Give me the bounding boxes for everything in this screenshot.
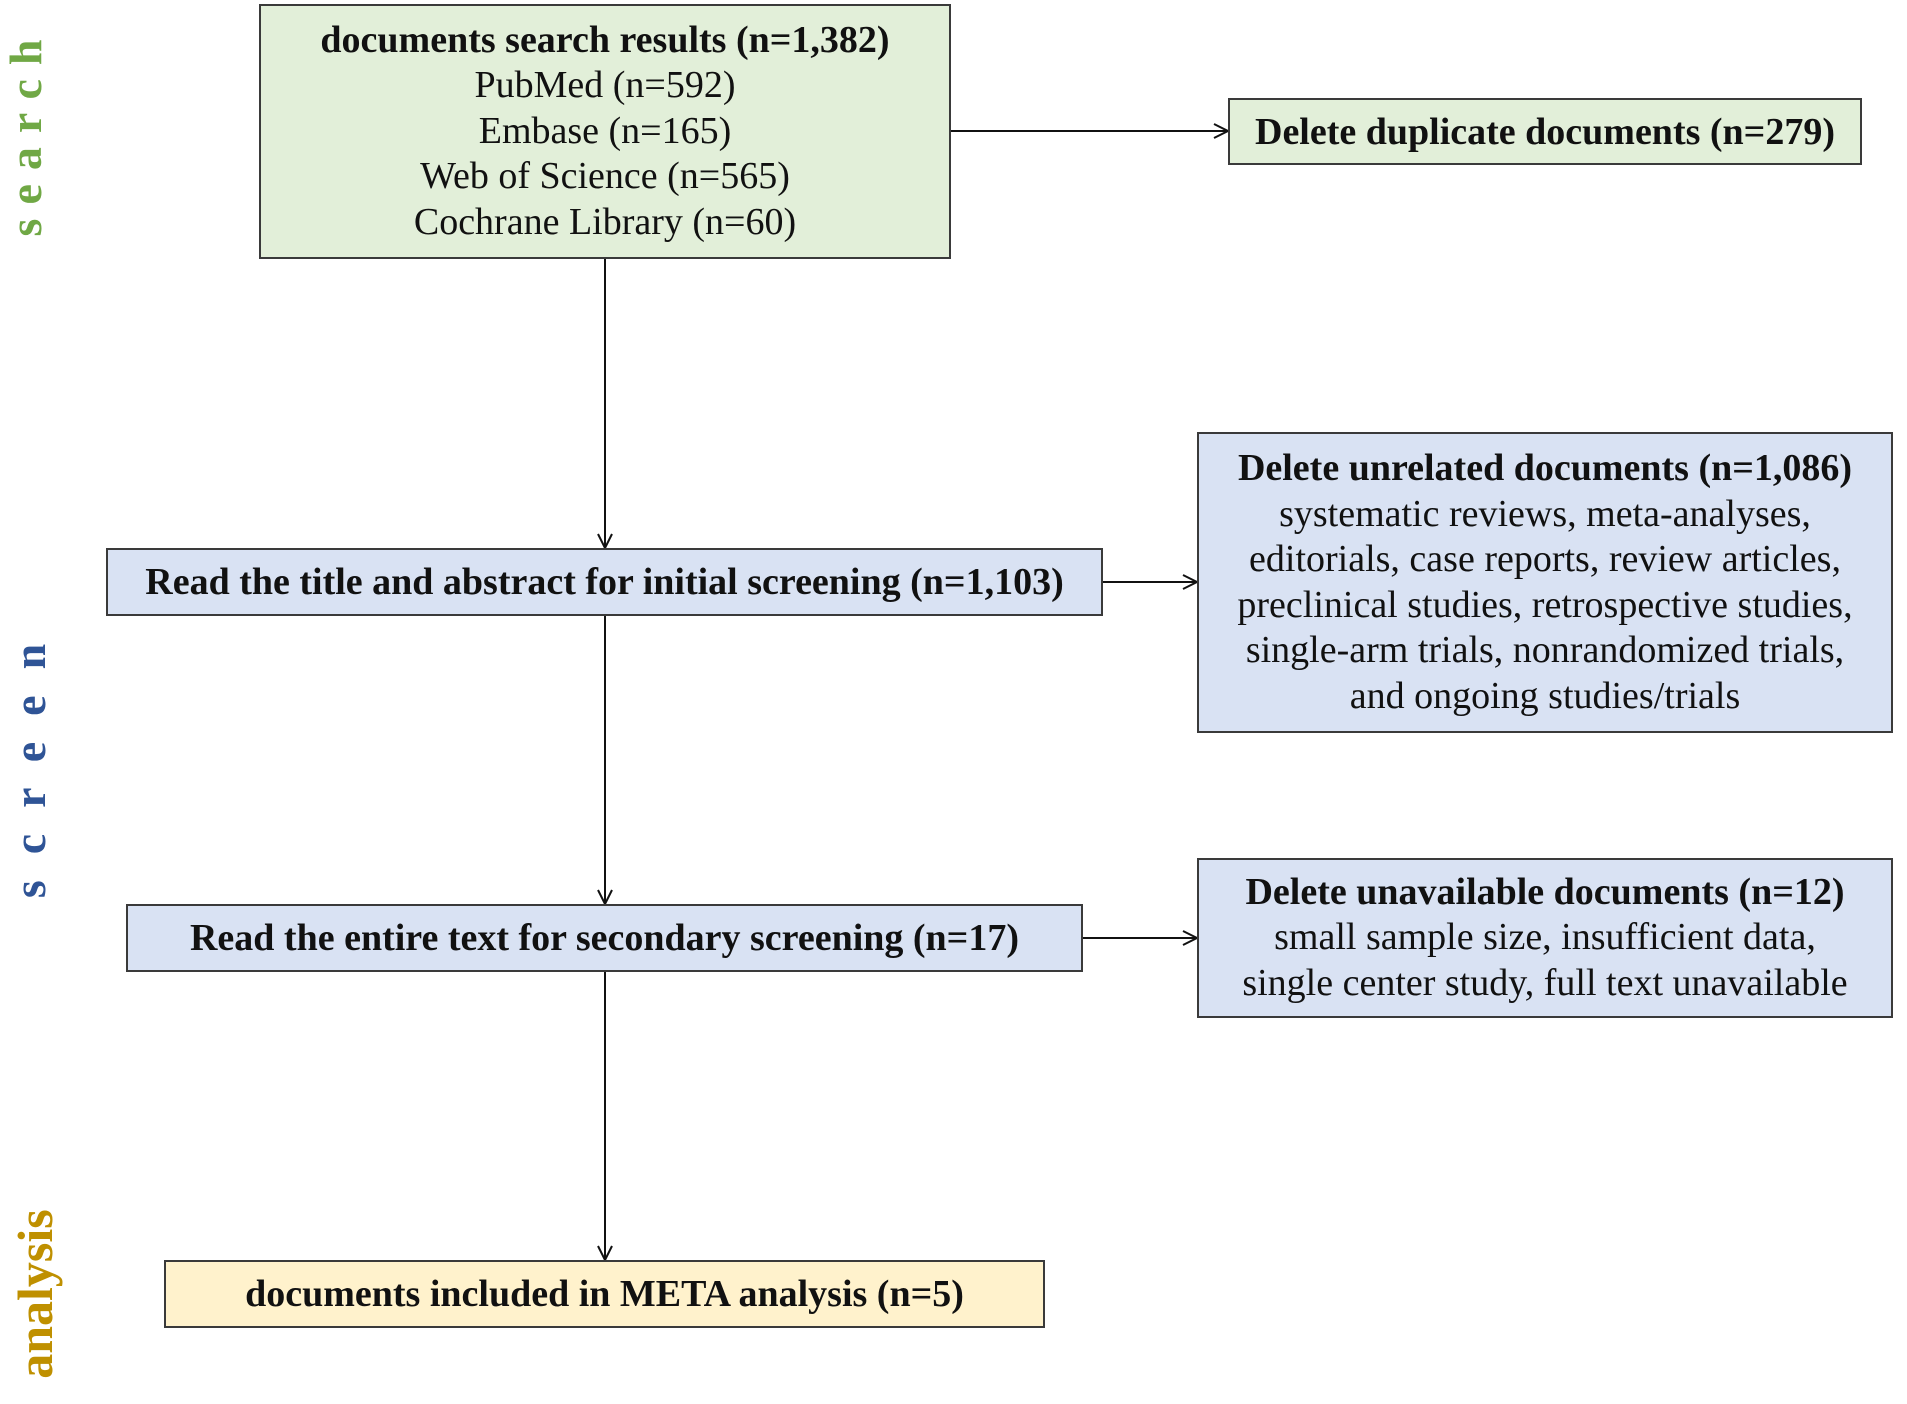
initial-screening-title: Read the title and abstract for initial … xyxy=(145,561,1064,603)
delete-unavailable-title: Delete unavailable documents (n=12) xyxy=(1245,870,1845,913)
unrelated-reason-3: preclinical studies, retrospective studi… xyxy=(1237,583,1853,626)
source-pubmed: PubMed (n=592) xyxy=(474,64,736,107)
search-results-box: documents search results (n=1,382) PubMe… xyxy=(259,4,951,259)
search-results-title: documents search results (n=1,382) xyxy=(320,18,890,61)
delete-unrelated-title: Delete unrelated documents (n=1,086) xyxy=(1237,447,1853,489)
delete-duplicates-box: Delete duplicate documents (n=279) xyxy=(1228,98,1862,165)
secondary-screening-box: Read the entire text for secondary scree… xyxy=(126,904,1083,972)
delete-unavailable-box: Delete unavailable documents (n=12) smal… xyxy=(1197,858,1893,1018)
unrelated-reason-1: systematic reviews, meta-analyses, xyxy=(1279,492,1811,535)
included-documents-title: documents included in META analysis (n=5… xyxy=(245,1273,964,1315)
secondary-screening-title: Read the entire text for secondary scree… xyxy=(189,917,1019,959)
source-cochrane-library: Cochrane Library (n=60) xyxy=(413,200,797,243)
delete-unrelated-box: Delete unrelated documents (n=1,086) sys… xyxy=(1197,432,1893,733)
unavailable-reason-2: single center study, full text unavailab… xyxy=(1242,961,1848,1004)
included-documents-box: documents included in META analysis (n=5… xyxy=(164,1260,1045,1328)
initial-screening-box: Read the title and abstract for initial … xyxy=(106,548,1103,616)
unrelated-reason-2: editorials, case reports, review article… xyxy=(1249,538,1841,580)
source-embase: Embase (n=165) xyxy=(478,109,732,152)
source-web-of-science: Web of Science (n=565) xyxy=(420,155,790,198)
unrelated-reason-5: and ongoing studies/trials xyxy=(1349,674,1741,717)
unavailable-reason-1: small sample size, insufficient data, xyxy=(1274,916,1816,959)
delete-duplicates-title: Delete duplicate documents (n=279) xyxy=(1255,110,1835,153)
unrelated-reason-4: single-arm trials, nonrandomized trials, xyxy=(1245,629,1845,671)
